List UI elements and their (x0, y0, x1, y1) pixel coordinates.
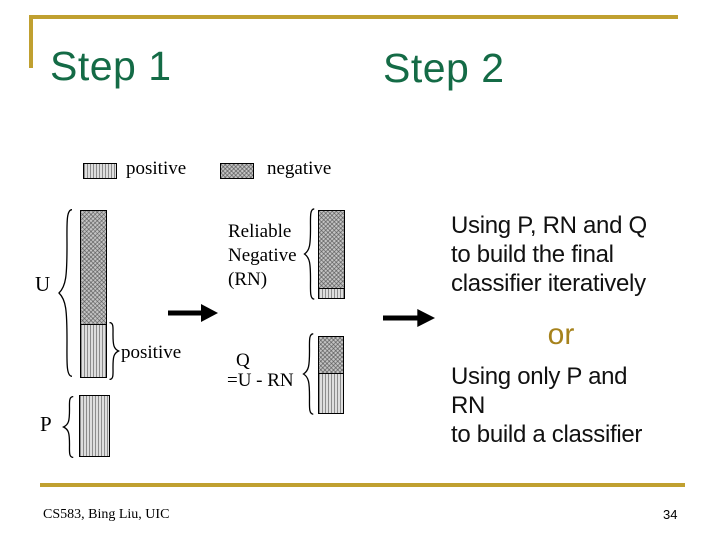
q-bar-negative-segment (318, 336, 344, 374)
curly-brace-left-icon (303, 208, 318, 300)
right-arrow-icon (168, 304, 218, 322)
q-bar (318, 336, 344, 414)
rn-bar-positive-segment (318, 289, 345, 299)
rn-label-line: Negative (228, 245, 297, 266)
left-gold-rule (29, 15, 33, 68)
option2-line: to build a classifier (451, 421, 643, 448)
rn-label-line: Reliable (228, 221, 292, 242)
p-bar-positive-segment (79, 395, 110, 457)
footer-credit: CS583, Bing Liu, UIC (43, 507, 170, 522)
legend-positive-swatch (83, 163, 117, 179)
q-label: Q =U - RN (227, 351, 294, 391)
option1-line: Using P, RN and Q (451, 212, 647, 239)
q-label-line: =U - RN (227, 370, 294, 391)
bottom-gold-rule (40, 483, 685, 487)
rn-label-line: (RN) (228, 269, 268, 290)
right-arrow-icon (383, 309, 435, 327)
or-label: or (547, 318, 575, 351)
q-bar-positive-segment (318, 374, 344, 414)
rn-bar-negative-segment (318, 210, 345, 289)
u-label: U (35, 272, 51, 296)
legend-negative-swatch (220, 163, 254, 179)
option2-line: Using only P and RN (451, 363, 628, 419)
page-number: 34 (663, 507, 678, 522)
curly-brace-left-icon (57, 208, 77, 378)
step1-title: Step 1 (50, 43, 172, 89)
u-bar-negative-segment (80, 210, 107, 325)
legend-negative-label: negative (267, 158, 332, 179)
curly-brace-left-icon (302, 333, 317, 415)
option1-line: to build the final (451, 241, 614, 268)
rn-label: Reliable Negative (RN) (228, 220, 297, 292)
top-gold-rule (29, 15, 678, 19)
u-bar-positive-segment (80, 325, 107, 378)
option2-text: Using only P and RN to build a classifie… (451, 362, 666, 449)
p-label: P (40, 412, 52, 436)
curly-brace-left-icon (62, 396, 77, 458)
option1-line: classifier iteratively (451, 270, 646, 297)
rn-bar (318, 210, 345, 299)
positive-extraction-label: positive (121, 342, 182, 363)
q-label-line: Q (236, 350, 250, 371)
p-bar (79, 395, 110, 457)
option1-text: Using P, RN and Q to build the final cla… (451, 211, 666, 298)
curly-brace-right-icon (106, 322, 120, 380)
step2-title: Step 2 (383, 45, 505, 91)
u-bar (80, 210, 107, 378)
legend-positive-label: positive (126, 158, 187, 179)
